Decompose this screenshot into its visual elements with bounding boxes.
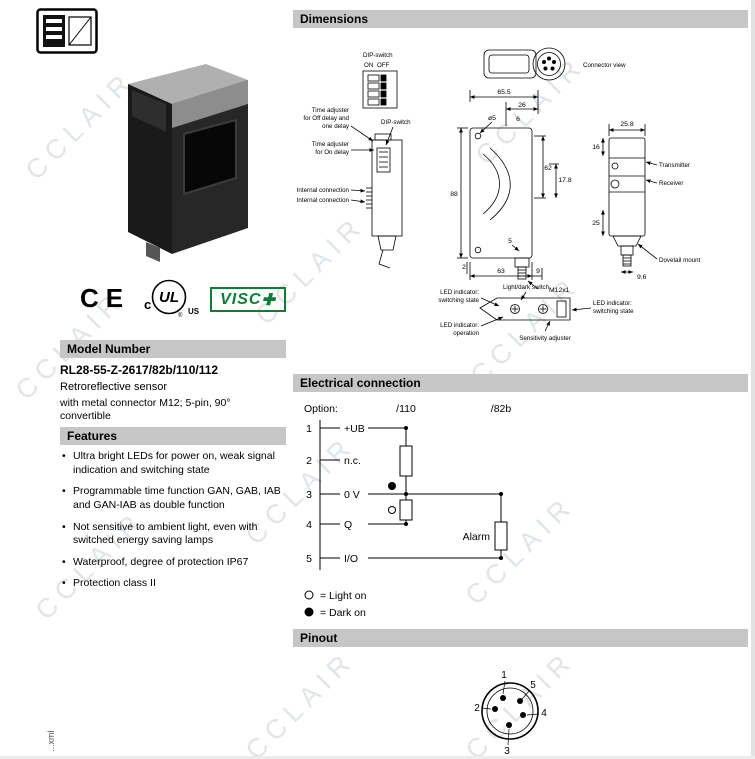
label-internal-connection-2: Internal connection xyxy=(297,197,350,204)
legend-light-on: = Light on xyxy=(320,590,367,602)
features-list: Ultra bright LEDs for power on, weak sig… xyxy=(60,450,286,599)
option-82b: /82b xyxy=(491,403,512,415)
alarm-label: Alarm xyxy=(463,531,491,543)
page-edge-bottom xyxy=(0,756,755,759)
label-time-adjuster-off-3: one delay xyxy=(322,123,350,130)
label-connector-view: Connector view xyxy=(583,62,626,69)
features-header: Features xyxy=(60,427,286,445)
ce-mark: CE xyxy=(80,283,131,313)
pin-number-5: 5 xyxy=(306,553,312,565)
pin-label-q: Q xyxy=(344,519,352,531)
dim-9-6: 9.6 xyxy=(637,274,647,281)
pin-number-4: 4 xyxy=(306,519,312,531)
pinout-pin-2: 2 xyxy=(474,703,480,714)
ul-mark: UL xyxy=(159,289,179,306)
product-type: Retroreflective sensor xyxy=(60,381,167,393)
legend-dark-on: = Dark on xyxy=(320,607,366,619)
label-led-operation-1: LED indicator: xyxy=(440,322,479,329)
feature-item: Programmable time function GAN, GAB, IAB… xyxy=(60,485,286,512)
label-time-adjuster-off-2: for Off delay and xyxy=(303,115,349,122)
pin-number-2: 2 xyxy=(306,455,312,467)
label-time-adjuster-on-2: for On delay xyxy=(315,149,350,156)
dim-63: 63 xyxy=(497,268,505,275)
ul-suffix: US xyxy=(188,307,200,316)
dimensions-drawing: DIP-switch ON OFF Connector view Time ad… xyxy=(297,47,701,342)
dim-dia5: ø5 xyxy=(488,115,496,122)
dim-25: 25 xyxy=(592,220,600,227)
pinout-pin-5: 5 xyxy=(530,680,536,691)
pinout-pin-4: 4 xyxy=(541,708,547,719)
dim-m12x1: M12x1 xyxy=(549,287,570,294)
pin-number-3: 3 xyxy=(306,489,312,501)
pinout-diagram: 1 5 2 4 3 xyxy=(474,670,547,757)
label-receiver: Receiver xyxy=(659,180,683,187)
pin-label-ub: +UB xyxy=(344,423,365,435)
dim-16: 16 xyxy=(592,144,600,151)
label-led-operation-2: operation xyxy=(453,330,479,337)
ul-reg: ® xyxy=(178,312,183,319)
dim-62: 62 xyxy=(544,165,552,172)
visco-text: VISC xyxy=(220,290,262,308)
dim-9: 9 xyxy=(536,268,540,275)
pinout-pin-1: 1 xyxy=(501,670,507,681)
label-dip-switch-side: DIP-switch xyxy=(381,119,411,126)
label-sensitivity-adjuster: Sensitivity adjuster xyxy=(519,335,571,342)
dim-25-8: 25.8 xyxy=(620,121,633,128)
label-on: ON xyxy=(364,62,373,69)
label-led-switching-right-2: switching state xyxy=(593,308,634,315)
feature-item: Ultra bright LEDs for power on, weak sig… xyxy=(60,450,286,477)
side-filename-text: ...xml xyxy=(46,730,56,753)
ul-prefix: c xyxy=(144,297,151,312)
watermark: CCLAIR xyxy=(239,644,361,759)
option-110: /110 xyxy=(396,403,416,415)
pin-label-0v: 0 V xyxy=(344,489,360,501)
visco-logo: VISC✚ xyxy=(210,287,286,312)
label-time-adjuster-on-1: Time adjuster xyxy=(312,141,349,148)
product-connector-info: with metal connector M12; 5-pin, 90° con… xyxy=(60,397,231,423)
model-number: RL28-55-Z-2617/82b/110/112 xyxy=(60,363,219,377)
label-off: OFF xyxy=(377,62,390,69)
feature-item: Waterproof, degree of protection IP67 xyxy=(60,556,286,570)
pin-number-1: 1 xyxy=(306,423,312,435)
label-internal-connection-1: Internal connection xyxy=(297,187,350,194)
product-photo xyxy=(128,64,248,262)
label-dip-switch-detail: DIP-switch xyxy=(363,52,393,59)
dim-17-8: 17.8 xyxy=(558,177,571,184)
model-number-header: Model Number xyxy=(60,340,286,358)
pinout-pin-3: 3 xyxy=(504,746,510,757)
dim-5: 5 xyxy=(508,238,512,245)
label-led-switching-left-2: switching state xyxy=(438,297,479,304)
pinout-header: Pinout xyxy=(293,629,748,647)
pin-label-nc: n.c. xyxy=(344,455,361,467)
product-thumbnail-icon xyxy=(36,8,98,54)
dim-65-5: 65.5 xyxy=(497,89,510,96)
label-transmitter: Transmitter xyxy=(659,162,690,169)
option-label: Option: xyxy=(304,403,338,415)
pin-label-io: I/O xyxy=(344,553,358,565)
dim-88: 88 xyxy=(450,191,458,198)
dim-2: 2 xyxy=(462,264,466,271)
ul-logo: c UL ® US xyxy=(144,279,200,319)
electrical-header: Electrical connection xyxy=(293,374,748,392)
feature-item: Not sensitive to ambient light, even wit… xyxy=(60,521,286,548)
page-edge-right xyxy=(751,0,755,759)
dim-26: 26 xyxy=(518,102,526,109)
label-light-dark-switch: Light/dark switch xyxy=(503,284,550,291)
label-led-switching-left-1: LED indicator: xyxy=(440,289,479,296)
label-dovetail-mount: Dovetail mount xyxy=(659,257,701,264)
dim-6: 6 xyxy=(516,116,520,123)
label-time-adjuster-off-1: Time adjuster xyxy=(312,107,349,114)
electrical-diagram: Option: /110 /82b 1 2 3 4 5 +UB n.c. 0 V… xyxy=(304,403,512,619)
dimensions-header: Dimensions xyxy=(293,10,748,28)
feature-item: Protection class II xyxy=(60,577,286,591)
label-led-switching-right-1: LED indicator: xyxy=(593,300,632,307)
visco-plus-icon: ✚ xyxy=(261,291,276,309)
